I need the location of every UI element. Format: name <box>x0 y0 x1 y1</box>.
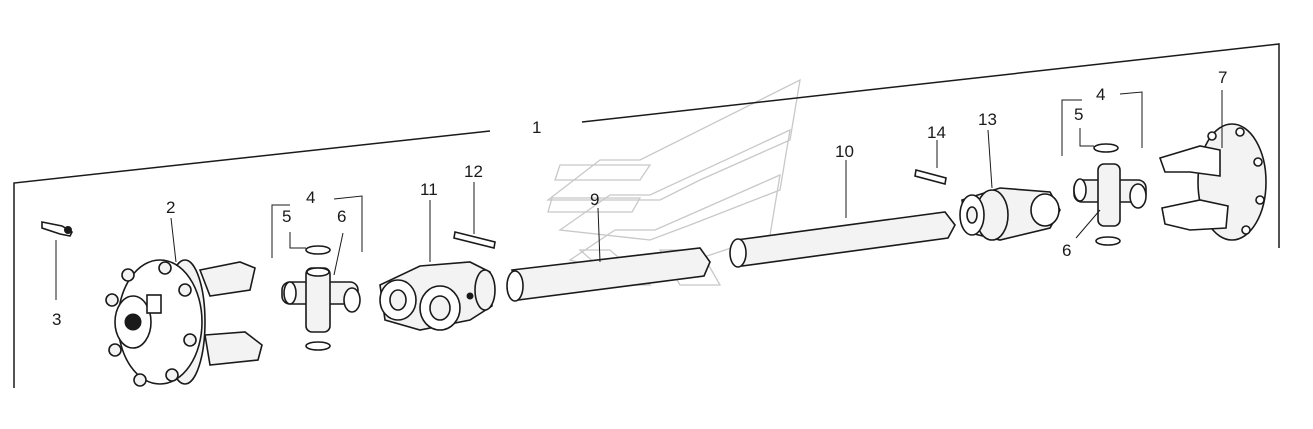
part-3-bolt <box>41 221 74 300</box>
callout-14: 14 <box>927 123 946 142</box>
callout-6-left: 6 <box>337 207 346 226</box>
callout-12: 12 <box>464 162 483 181</box>
part-4-cross-kit-right <box>1061 91 1147 246</box>
callout-2: 2 <box>166 198 175 217</box>
callout-7: 7 <box>1218 68 1227 87</box>
callout-labels: 1 2 3 4 5 6 11 12 9 10 14 13 4 5 6 7 <box>52 68 1227 329</box>
callout-4-left: 4 <box>306 188 315 207</box>
part-7-flange-yoke <box>1158 90 1267 241</box>
callout-3: 3 <box>52 310 61 329</box>
callout-1: 1 <box>532 118 541 137</box>
callout-13: 13 <box>978 110 997 129</box>
part-4-cross-kit-left <box>271 195 363 351</box>
part-10-outer-tube <box>729 160 956 268</box>
part-12-roll-pin <box>453 182 496 249</box>
part-14-roll-pin <box>914 140 947 185</box>
assembly-boundary <box>13 43 1280 388</box>
callout-11: 11 <box>420 180 438 199</box>
part-9-inner-tube <box>506 207 711 302</box>
callout-5-right: 5 <box>1074 105 1083 124</box>
part-13-outer-yoke <box>959 129 1061 241</box>
part-11-inner-yoke <box>379 200 496 331</box>
part-2-flange-yoke <box>105 217 263 387</box>
callout-5-left: 5 <box>282 207 291 226</box>
callout-6-right: 6 <box>1062 241 1071 260</box>
callout-10: 10 <box>835 142 854 161</box>
callout-9: 9 <box>590 190 599 209</box>
callout-4-right: 4 <box>1096 85 1105 104</box>
